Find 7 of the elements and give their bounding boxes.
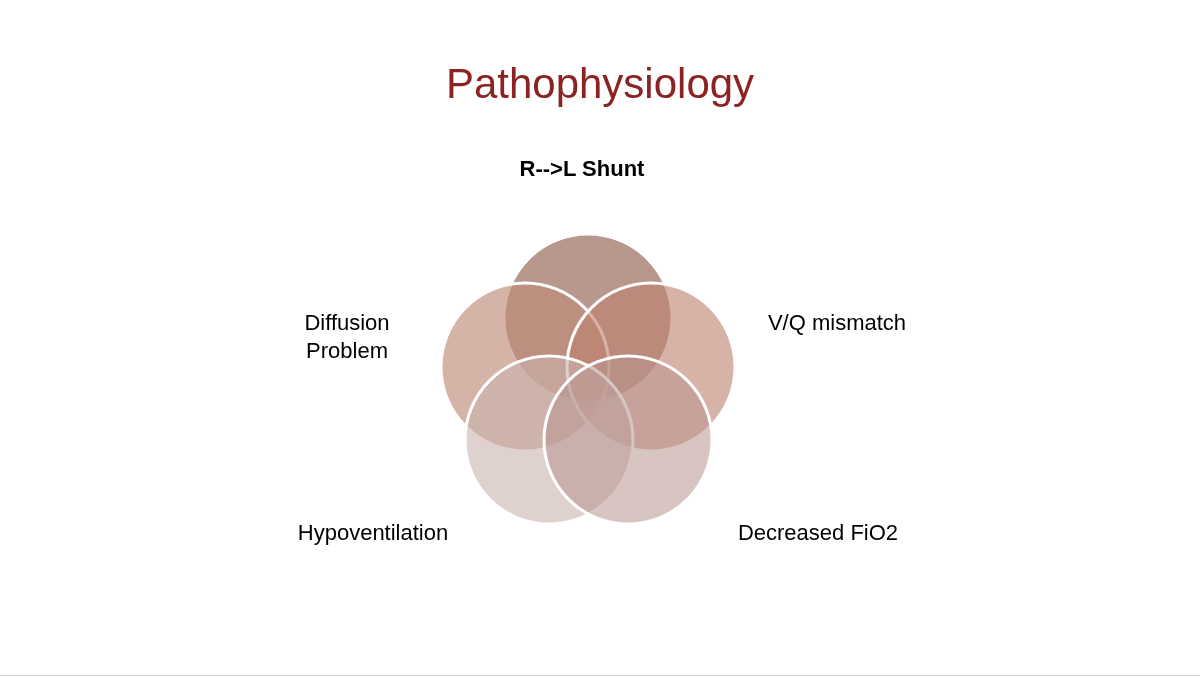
circle-label: Decreased FiO2: [737, 519, 899, 547]
circle-label: R-->L Shunt: [519, 155, 645, 183]
venn-circle: [542, 354, 714, 526]
circle-label: V/Q mismatch: [767, 309, 907, 337]
title: Pathophysiology: [445, 59, 755, 109]
circle-label: Diffusion Problem: [303, 309, 391, 365]
circle-label: Hypoventilation: [297, 519, 449, 547]
